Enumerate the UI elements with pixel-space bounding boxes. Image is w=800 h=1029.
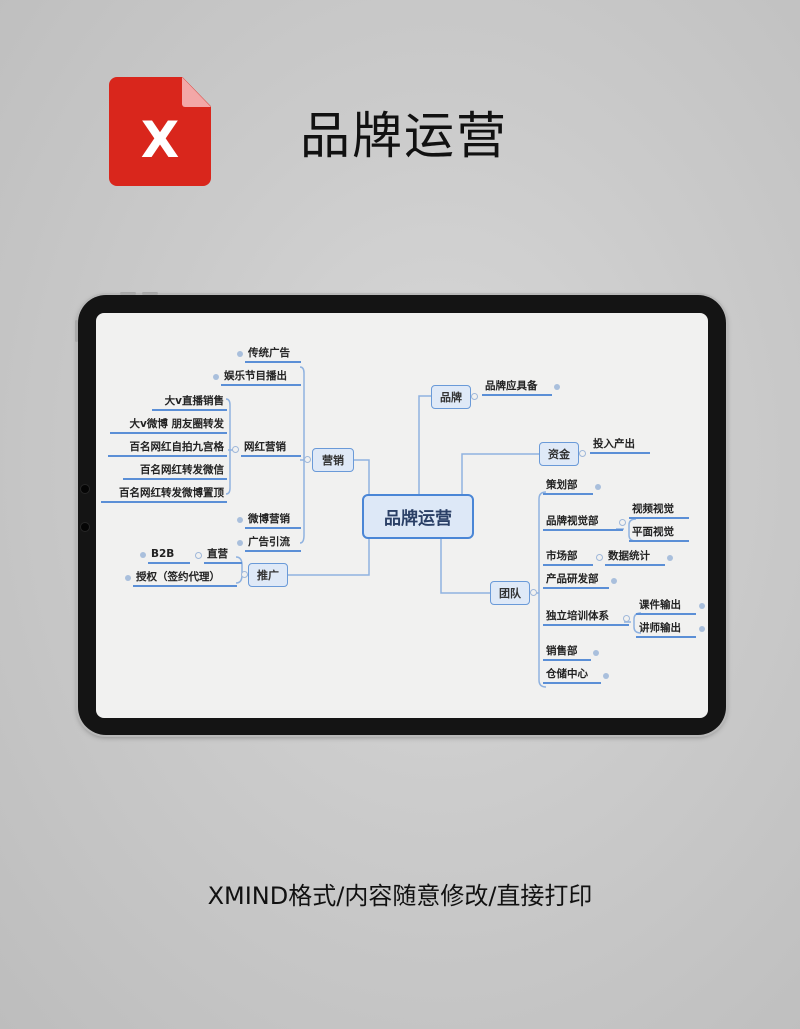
node-authorization[interactable]: 授权（签约代理）: [133, 570, 237, 587]
footer-caption: XMIND格式/内容随意修改/直接打印: [207, 882, 593, 910]
tablet-top-button: [120, 292, 136, 295]
node-courseware-output[interactable]: 课件输出: [636, 598, 696, 615]
node-graphic-visual[interactable]: 平面视觉: [629, 525, 689, 542]
collapse-toggle[interactable]: [619, 519, 626, 526]
node-input-output[interactable]: 投入产出: [590, 437, 650, 454]
collapse-toggle[interactable]: [579, 450, 586, 457]
node-influencer-marketing[interactable]: 网红营销: [241, 440, 301, 457]
page-title: 品牌运营: [300, 107, 508, 165]
node-planning-dept[interactable]: 策划部: [543, 478, 593, 495]
node-product-rd-dept[interactable]: 产品研发部: [543, 572, 609, 589]
collapse-toggle[interactable]: [241, 571, 248, 578]
collapse-toggle[interactable]: [596, 554, 603, 561]
node-data-statistics[interactable]: 数据统计: [605, 549, 665, 566]
tablet-side-button: [75, 320, 78, 342]
node-brand-essentials[interactable]: 品牌应具备: [482, 379, 552, 396]
node-brand[interactable]: 品牌: [431, 385, 471, 409]
root-node[interactable]: 品牌运营: [362, 494, 474, 539]
xmind-x-glyph: X: [140, 111, 180, 169]
node-ad-traffic[interactable]: 广告引流: [245, 535, 301, 552]
node-weibo-marketing[interactable]: 微博营销: [245, 512, 301, 529]
node-entertainment-show[interactable]: 娱乐节目播出: [221, 369, 301, 386]
node-b2b[interactable]: B2B: [148, 547, 190, 564]
node-bigv-weibo[interactable]: 大v微博 朋友圈转发: [110, 417, 227, 434]
tablet-sensor: [81, 523, 89, 531]
bullet-icon: [213, 374, 219, 380]
node-brand-visual-dept[interactable]: 品牌视觉部: [543, 514, 623, 531]
collapse-toggle[interactable]: [232, 446, 239, 453]
node-traditional-ads[interactable]: 传统广告: [245, 346, 301, 363]
node-influencer-wechat[interactable]: 百名网红转发微信: [123, 463, 227, 480]
bullet-icon: [611, 578, 617, 584]
bullet-icon: [593, 650, 599, 656]
node-influencer-selfie[interactable]: 百名网红自拍九宫格: [108, 440, 227, 457]
bullet-icon: [237, 517, 243, 523]
mindmap-canvas: 传统广告 娱乐节目播出 大v直播销售 大v微博 朋友圈转发 百名网红自拍九宫格 …: [96, 313, 708, 718]
bullet-icon: [699, 603, 705, 609]
node-sales-dept[interactable]: 销售部: [543, 644, 591, 661]
bullet-icon: [595, 484, 601, 490]
bullet-icon: [140, 552, 146, 558]
node-marketing[interactable]: 营销: [312, 448, 354, 472]
node-influencer-weibo-top[interactable]: 百名网红转发微博置顶: [101, 486, 227, 503]
bullet-icon: [699, 626, 705, 632]
collapse-toggle[interactable]: [530, 589, 537, 596]
bullet-icon: [237, 351, 243, 357]
bullet-icon: [667, 555, 673, 561]
tablet-camera: [81, 485, 89, 493]
node-training-system[interactable]: 独立培训体系: [543, 609, 629, 626]
tablet-top-button: [142, 292, 158, 295]
node-lecturer-output[interactable]: 讲师输出: [636, 621, 696, 638]
collapse-toggle[interactable]: [304, 456, 311, 463]
bullet-icon: [603, 673, 609, 679]
collapse-toggle[interactable]: [471, 393, 478, 400]
node-promotion[interactable]: 推广: [248, 563, 288, 587]
node-market-dept[interactable]: 市场部: [543, 549, 593, 566]
node-video-visual[interactable]: 视频视觉: [629, 502, 689, 519]
node-bigv-live[interactable]: 大v直播销售: [152, 394, 227, 411]
collapse-toggle[interactable]: [195, 552, 202, 559]
node-direct-sales[interactable]: 直营: [204, 547, 242, 564]
node-warehouse[interactable]: 仓储中心: [543, 667, 601, 684]
collapse-toggle[interactable]: [623, 615, 630, 622]
node-funding[interactable]: 资金: [539, 442, 579, 466]
bullet-icon: [237, 540, 243, 546]
bullet-icon: [554, 384, 560, 390]
bullet-icon: [125, 575, 131, 581]
node-team[interactable]: 团队: [490, 581, 530, 605]
